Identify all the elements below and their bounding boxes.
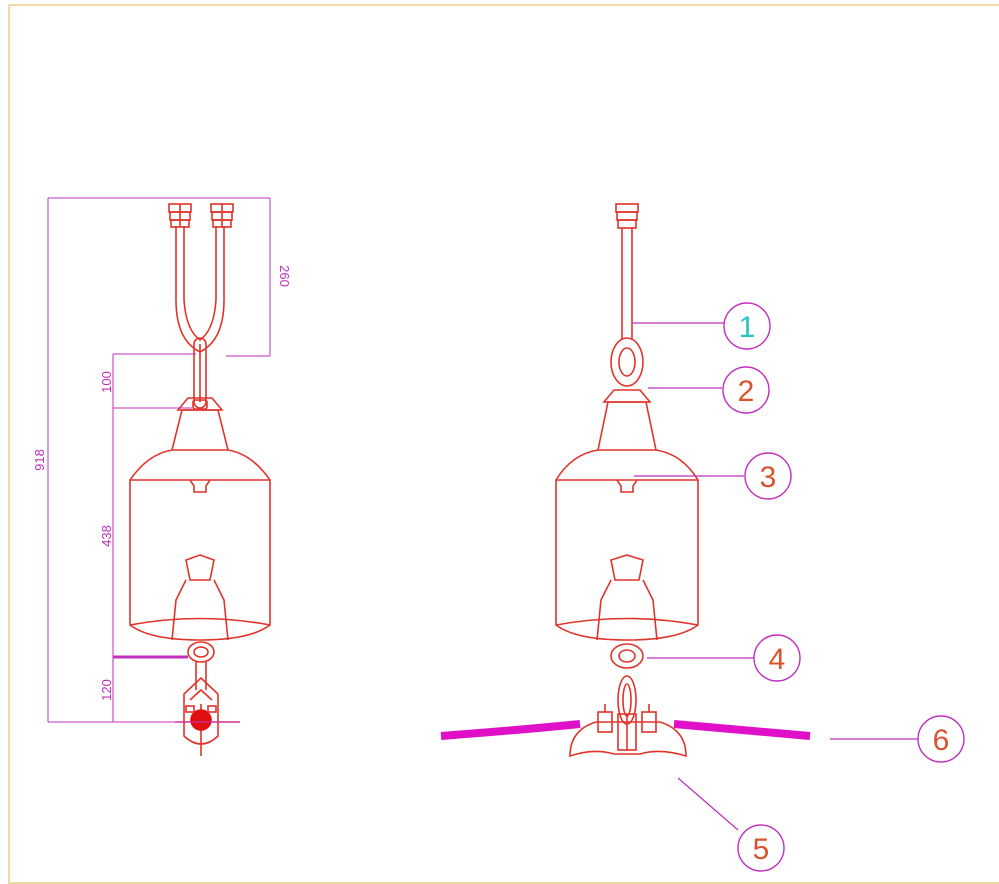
dimension-lines bbox=[47, 197, 271, 723]
dim-link: 100 bbox=[99, 371, 114, 393]
dim-top-hardware: 260 bbox=[277, 265, 292, 287]
ball-eye-link bbox=[610, 337, 644, 387]
dim-insulator: 438 bbox=[99, 525, 114, 547]
callout-1-label: 1 bbox=[739, 311, 756, 344]
callout-4-label: 4 bbox=[769, 643, 786, 676]
callout-2: 2 bbox=[722, 366, 770, 414]
callout-6: 6 bbox=[917, 715, 965, 763]
dim-clamp: 120 bbox=[99, 679, 114, 701]
conductor-line bbox=[440, 720, 811, 740]
right-elevation-view bbox=[555, 203, 699, 758]
hanger-rod bbox=[615, 203, 639, 340]
callout-3: 3 bbox=[744, 452, 792, 500]
callout-1: 1 bbox=[723, 302, 771, 350]
left-elevation-view bbox=[129, 203, 271, 756]
callout-6-label: 6 bbox=[933, 724, 950, 757]
u-bolt-nut-left bbox=[168, 203, 192, 228]
callout-2-label: 2 bbox=[738, 375, 755, 408]
u-bolt-nut-right bbox=[210, 203, 234, 228]
callout-4: 4 bbox=[753, 634, 801, 682]
socket-clevis bbox=[187, 641, 215, 690]
insulator-body bbox=[129, 397, 271, 641]
insulator-body-right bbox=[555, 389, 699, 641]
u-bolt bbox=[168, 203, 234, 353]
link-fitting bbox=[193, 337, 207, 409]
dimension-labels: 918 260 100 438 120 bbox=[32, 265, 292, 701]
callout-3-label: 3 bbox=[760, 461, 777, 494]
callout-leaders bbox=[632, 322, 918, 831]
callouts: 1 2 3 4 5 6 bbox=[722, 302, 965, 872]
socket-link-right bbox=[610, 643, 644, 725]
suspension-clamp bbox=[569, 704, 687, 758]
suspension-clamp-side bbox=[175, 676, 240, 756]
conductor-section bbox=[190, 709, 212, 731]
dim-total: 918 bbox=[32, 449, 47, 471]
callout-5: 5 bbox=[737, 824, 785, 872]
callout-5-label: 5 bbox=[753, 833, 770, 866]
